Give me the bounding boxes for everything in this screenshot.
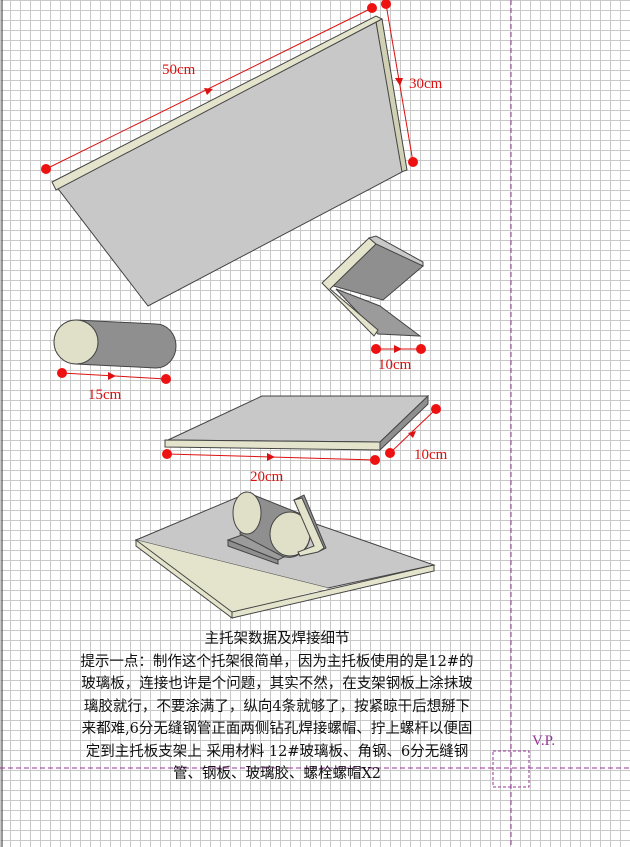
dimension-20cm: 20cm (162, 449, 380, 485)
label-tube-length: 15cm (88, 387, 122, 403)
tube-body (75, 319, 177, 369)
dimension-arrow (267, 453, 275, 461)
dimension-arrow (108, 372, 116, 380)
dimension-point (385, 448, 395, 458)
dimension-arrow (394, 345, 402, 353)
dimension-point (161, 374, 171, 384)
assembly-plate-front (136, 540, 328, 618)
label-board-length: 50cm (162, 62, 196, 78)
dimension-arrow (395, 78, 403, 86)
plate-side-edge (379, 394, 429, 452)
dimension-point (416, 344, 426, 354)
dimension-point (41, 164, 51, 174)
dimension-arrow (408, 431, 416, 438)
dimension-point (371, 344, 381, 354)
vp-label: V.P. (532, 733, 555, 749)
dimension-10cm-plate: 10cm (385, 404, 448, 463)
dimension-point (57, 368, 67, 378)
label-board-width: 30cm (409, 76, 443, 92)
dimension-point (162, 449, 172, 459)
dimension-point (431, 404, 441, 414)
glass-board (51, 15, 408, 307)
angle-steel (321, 235, 424, 337)
caption-block: 主托架数据及焊接细节 提示一点：制作这个托架很简单，因为主托板使用的是12#的玻… (78, 628, 476, 786)
dimension-15cm: 15cm (57, 368, 171, 403)
dimension-30cm: 30cm (381, 0, 443, 167)
dimension-50cm: 50cm (41, 3, 377, 174)
assembly-tube-end (232, 491, 262, 535)
dimension-10cm-angle: 10cm (371, 344, 426, 373)
dimension-line-board-length (45, 7, 373, 170)
dimension-line-plate-width (389, 408, 437, 454)
dimension-point (367, 3, 377, 13)
label-plate-length: 20cm (250, 469, 284, 485)
plate-front-edge (164, 439, 381, 451)
steel-tube (53, 319, 177, 369)
caption-body: 提示一点：制作这个托架很简单，因为主托板使用的是12#的玻璃板，连接也许是个问题… (80, 653, 474, 783)
label-angle-length: 10cm (378, 357, 412, 373)
tube-end-face (53, 319, 99, 365)
angle-top-edge (367, 235, 424, 267)
dimension-point (381, 0, 391, 9)
vp-marker-box (492, 750, 530, 788)
dimension-point (408, 157, 418, 167)
assembly-angle-front-edge (293, 497, 325, 557)
dimension-point (370, 455, 380, 465)
assembled-bracket (134, 491, 436, 619)
steel-plate (164, 394, 430, 452)
label-plate-width: 10cm (414, 447, 448, 463)
dimension-arrow (204, 88, 213, 95)
board-front-edge (51, 15, 384, 191)
assembly-angle-bottom-edge (227, 539, 279, 565)
caption-title: 主托架数据及焊接细节 (204, 631, 350, 647)
assembly-plate-right-edge (231, 564, 435, 619)
